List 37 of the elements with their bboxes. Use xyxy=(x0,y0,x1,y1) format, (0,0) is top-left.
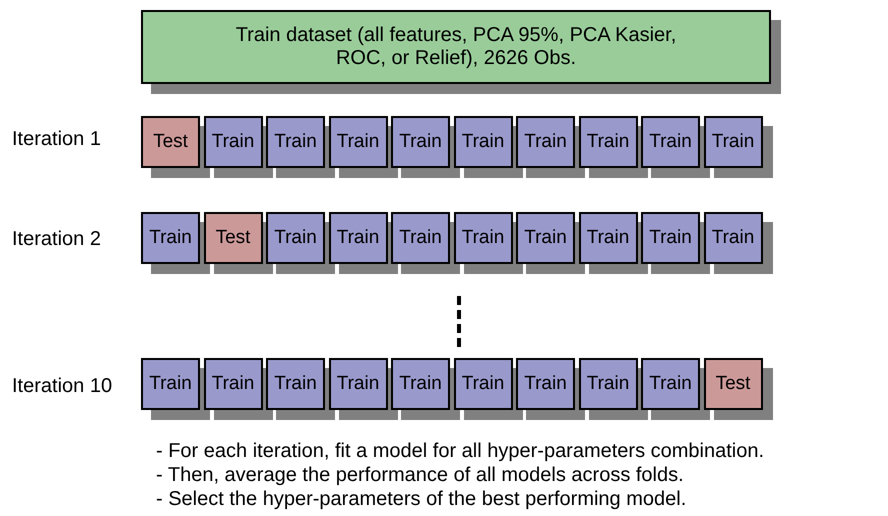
note-text: - For each iteration, fit a model for all hyper-parameters combination. xyxy=(156,440,764,463)
row-label: Iteration 1 xyxy=(12,128,101,151)
fold-box: Train xyxy=(516,212,575,264)
fold-box: Train xyxy=(141,358,200,410)
note-text: - Then, average the performance of all models across folds. xyxy=(156,464,684,487)
fold-box: Train xyxy=(641,116,700,168)
fold-box: Test xyxy=(204,212,262,264)
fold-box: Train xyxy=(454,116,512,168)
fold-box: Test xyxy=(704,358,762,410)
note-text: - Select the hyper-parameters of the best performing model. xyxy=(156,488,686,511)
row-label: Iteration 10 xyxy=(12,375,112,398)
fold-box: Train xyxy=(328,212,388,264)
fold-box: Train xyxy=(204,116,262,168)
row-label: Iteration 2 xyxy=(12,228,101,251)
fold-box: Train xyxy=(641,212,700,264)
fold-box: Train xyxy=(516,358,575,410)
fold-box: Train xyxy=(204,358,262,410)
fold-box: Train xyxy=(454,212,512,264)
fold-box: Train xyxy=(516,116,575,168)
fold-box: Train xyxy=(454,358,512,410)
fold-box: Train xyxy=(141,212,200,264)
fold-box: Train xyxy=(328,116,388,168)
fold-box: Train xyxy=(641,358,700,410)
fold-box: Test xyxy=(141,116,200,168)
fold-box: Train xyxy=(266,212,325,264)
fold-box: Train xyxy=(391,212,450,264)
fold-box: Train xyxy=(266,358,325,410)
fold-box: Train xyxy=(391,116,450,168)
fold-box: Train xyxy=(328,358,388,410)
fold-box: Train xyxy=(266,116,325,168)
fold-box: Train xyxy=(704,212,762,264)
fold-box: Train xyxy=(704,116,762,168)
fold-box: Train xyxy=(578,358,638,410)
fold-box: Train xyxy=(578,212,638,264)
fold-box: Train xyxy=(391,358,450,410)
dataset-box: Train dataset (all features, PCA 95%, PCA Kasier, ROC, or Relief), 2626 Obs. xyxy=(141,10,771,84)
fold-box: Train xyxy=(578,116,638,168)
